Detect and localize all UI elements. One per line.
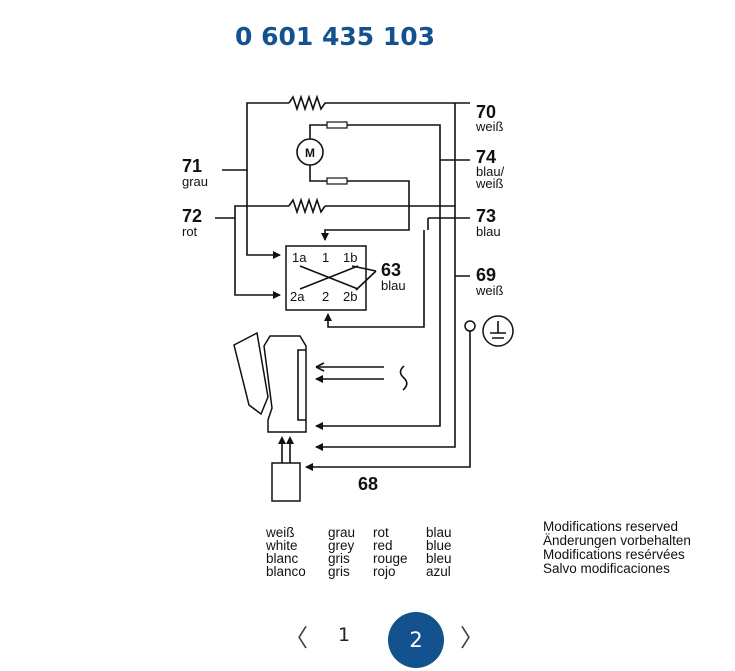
switch-term-2b: 2b: [343, 289, 357, 304]
pagination: 〈 1 2 〉: [0, 612, 735, 668]
note-line: Änderungen vorbehalten: [543, 533, 691, 548]
label-74-number: 74: [476, 147, 496, 167]
legend-cell: blanc: [266, 551, 299, 566]
label-73-color: blau: [476, 224, 501, 239]
legend-cell: azul: [426, 564, 451, 579]
switch-term-1b: 1b: [343, 250, 357, 265]
legend-cell: bleu: [426, 551, 452, 566]
motor-fuse-bottom: [326, 177, 348, 185]
legend-cell: grau: [328, 525, 355, 540]
terminal-block-68: [271, 462, 301, 502]
label-71-number: 71: [182, 156, 202, 176]
legend-cell: white: [265, 538, 298, 553]
page-2-button-current[interactable]: 2: [388, 612, 444, 668]
trigger-switch: [233, 331, 269, 416]
wire-72: [215, 205, 455, 219]
legend-cell: weiß: [265, 525, 295, 540]
legend-cell: red: [373, 538, 393, 553]
motor-label: M: [305, 146, 315, 160]
legend-cell: blue: [426, 538, 452, 553]
motor-fuse-top: [326, 121, 348, 129]
legend-cell: gris: [328, 551, 350, 566]
legend-cell: blanco: [266, 564, 306, 579]
label-69-number: 69: [476, 265, 496, 285]
label-72-color: rot: [182, 224, 198, 239]
label-74-color: blau/: [476, 164, 505, 179]
next-page-chevron-icon[interactable]: 〉: [460, 624, 484, 652]
legend-cell: blau: [426, 525, 452, 540]
label-68-number: 68: [358, 474, 378, 494]
label-70-color: weiß: [475, 119, 504, 134]
label-74-color2: weiß: [475, 176, 504, 191]
legend-cell: rot: [373, 525, 389, 540]
legend-cell: rouge: [373, 551, 408, 566]
switch-term-1: 1: [322, 250, 329, 265]
switch-term-2a: 2a: [290, 289, 305, 304]
wire-70: [246, 102, 455, 255]
modifications-note: Modifications reserved Änderungen vorbeh…: [543, 519, 691, 576]
switch-term-2: 2: [322, 289, 329, 304]
legend-cell: gris: [328, 564, 350, 579]
note-line: Modifications reserved: [543, 519, 678, 534]
label-70-number: 70: [476, 102, 496, 122]
label-63-color: blau: [381, 278, 406, 293]
legend-cell: grey: [328, 538, 355, 553]
label-69-color: weiß: [475, 283, 504, 298]
label-71-color: grau: [182, 174, 208, 189]
switch-term-1a: 1a: [292, 250, 307, 265]
prev-page-chevron-icon[interactable]: 〈: [284, 624, 308, 652]
label-73-number: 73: [476, 206, 496, 226]
label-63-number: 63: [381, 260, 401, 280]
resistor-top: [288, 94, 330, 112]
page-1-button[interactable]: 1: [337, 624, 351, 646]
legend-cell: rojo: [373, 564, 396, 579]
color-legend: weiß white blanc blanco grau grey gris g…: [265, 525, 452, 579]
part-number-title: 0 601 435 103: [234, 22, 436, 51]
label-72-number: 72: [182, 206, 202, 226]
note-line: Salvo modificaciones: [543, 561, 670, 576]
note-line: Modifications resérvées: [543, 547, 685, 562]
resistor-middle: [288, 197, 326, 215]
